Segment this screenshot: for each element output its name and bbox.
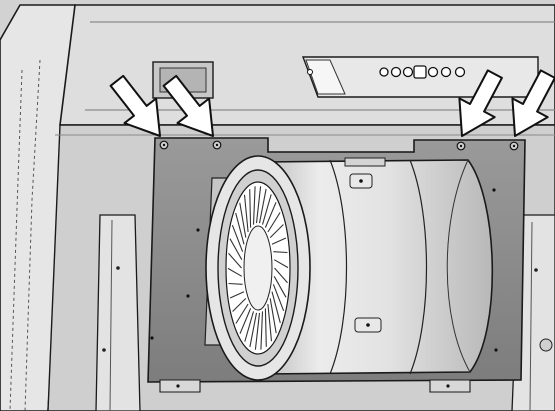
blower-fin — [254, 312, 261, 350]
screw-arrow-left-1 — [109, 74, 161, 137]
blower-fin — [264, 308, 267, 347]
blower-fin — [255, 186, 262, 224]
blower-fin — [258, 188, 267, 224]
arrows-layer — [109, 69, 555, 137]
blower-fin — [271, 291, 281, 324]
blower-fin — [249, 189, 252, 228]
blower-fin — [228, 282, 243, 285]
blower-fin — [269, 298, 277, 334]
blower-fin — [273, 251, 288, 254]
blower-fin — [243, 194, 249, 233]
blower-fin — [271, 237, 287, 245]
blower-fin — [239, 202, 247, 238]
blower-fin — [272, 284, 285, 311]
blower-fin — [229, 291, 245, 299]
blower-fin — [235, 303, 249, 324]
blower-fin — [252, 186, 256, 225]
blower-fin — [249, 312, 258, 348]
screw-arrow-right-2 — [511, 69, 555, 137]
blower-fin — [231, 225, 244, 252]
blower-fin — [274, 267, 288, 284]
blower-fin — [235, 212, 245, 245]
blower-fin — [228, 252, 242, 269]
blower-fin — [267, 212, 281, 233]
blower-fin — [229, 238, 243, 260]
left-side-bracket — [95, 214, 141, 411]
blower-fin — [260, 311, 264, 350]
screw-arrow-right-1 — [458, 69, 503, 137]
blower-motor — [205, 155, 494, 381]
blower-fin — [244, 311, 255, 342]
blower-fin — [269, 224, 284, 238]
control-panel — [301, 56, 539, 98]
blower-fin — [261, 194, 272, 225]
control-buttons — [379, 65, 466, 79]
blower-fin — [273, 276, 287, 298]
blower-fin — [227, 267, 243, 277]
blower-hub — [243, 225, 273, 311]
blower-fin — [232, 298, 247, 312]
blower-fin — [273, 259, 289, 269]
blower-fin — [239, 308, 252, 334]
blower-fin — [267, 303, 273, 342]
screw-arrow-left-2 — [162, 74, 214, 137]
blower-fin — [264, 202, 277, 228]
blower-wheel — [227, 186, 289, 350]
